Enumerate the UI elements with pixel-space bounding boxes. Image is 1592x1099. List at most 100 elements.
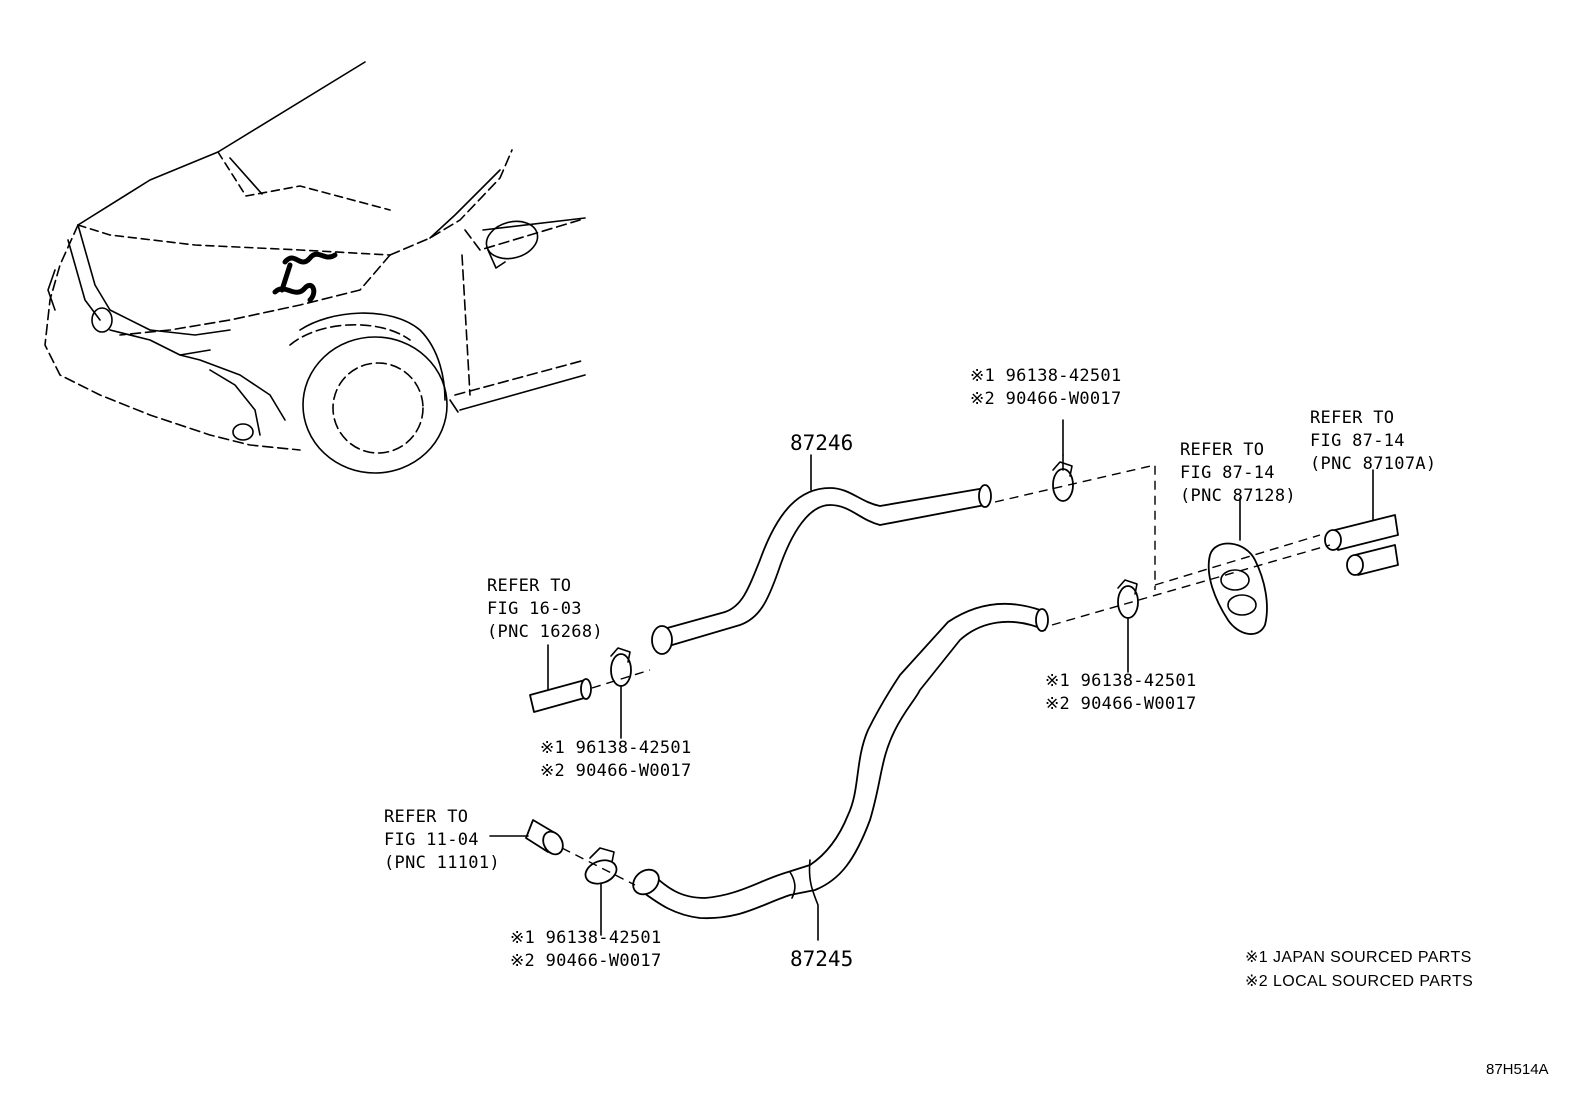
- clamp-right-tab: [1117, 579, 1138, 595]
- clamp-right-line-1: ※1 96138-42501: [1045, 671, 1197, 691]
- clamp-left-line-2: ※2 90466-W0017: [540, 761, 692, 781]
- car-headlamp-upper: [149, 329, 231, 336]
- car-wheel-arch: [299, 312, 446, 401]
- refer-11-04-line-2: FIG 11-04: [384, 830, 479, 850]
- clamp-bottom: [584, 847, 618, 936]
- clamp-top-line-1: ※1 96138-42501: [970, 366, 1122, 386]
- refer-87128-line-1: REFER TO: [1180, 440, 1264, 460]
- pipe-16268-body: [529, 679, 589, 713]
- part-number-87245: 87245: [790, 947, 853, 971]
- car-window-edge: [429, 169, 501, 239]
- refer-16-03-line-3: (PNC 16268): [487, 622, 603, 642]
- refer-16-03-line-2: FIG 16-03: [487, 599, 582, 619]
- lower-hose-leader: [808, 859, 819, 941]
- clamp-callout-left: ※1 96138-42501 ※2 90466-W0017: [540, 738, 692, 781]
- dash-lower-hose-to-pipe: [1051, 544, 1331, 626]
- refer-callout-87-14-grommet: REFER TO FIG 87-14 (PNC 87128): [1180, 440, 1296, 506]
- car-belt-line: [482, 217, 586, 231]
- lower-hose-right-end: [1035, 608, 1049, 632]
- car-grille-top: [77, 224, 151, 331]
- car-foglamp-housing: [209, 369, 261, 436]
- car-mirror: [485, 220, 539, 260]
- lower-hose-body: [639, 602, 1046, 920]
- refer-11-04-line-1: REFER TO: [384, 807, 468, 827]
- refer-87107a-line-1: REFER TO: [1310, 408, 1394, 428]
- car-windshield-line: [217, 151, 391, 211]
- clamp-callout-bottom: ※1 96138-42501 ※2 90466-W0017: [510, 928, 662, 971]
- figure-code: 87H514A: [1486, 1061, 1549, 1078]
- clamp-top-tab: [1052, 461, 1073, 477]
- grommet-hole-upper: [1220, 569, 1250, 591]
- refer-87128-line-3: (PNC 87128): [1180, 486, 1296, 506]
- clamp-top: [1052, 419, 1074, 502]
- heater-pipe-upper: [1334, 514, 1399, 551]
- car-sill-upper: [454, 359, 586, 396]
- car-fascia-line: [179, 354, 286, 421]
- clamp-bottom-ring: [584, 859, 618, 885]
- refer-callout-87-14-pipe: REFER TO FIG 87-14 (PNC 87107A): [1310, 408, 1436, 474]
- part-number-87246: 87246: [790, 431, 853, 455]
- car-sill-lower: [459, 374, 586, 411]
- clamp-left-line-1: ※1 96138-42501: [540, 738, 692, 758]
- car-hood-lower: [119, 254, 391, 336]
- car-illustration: [44, 61, 586, 474]
- refer-callout-16-03: REFER TO FIG 16-03 (PNC 16268): [487, 576, 603, 642]
- grommet-hole-lower: [1227, 594, 1257, 616]
- car-hose-location-mark-upper: [282, 251, 338, 265]
- clamp-bottom-tab: [589, 847, 615, 863]
- sourcing-notes: ※1 JAPAN SOURCED PARTS ※2 LOCAL SOURCED …: [1245, 949, 1473, 990]
- heater-pipes-87107A: [1324, 469, 1399, 576]
- assembly-lines: [561, 464, 1331, 886]
- dash-upper-hose-to-grommet: [994, 464, 1156, 590]
- car-headlamp-lower: [109, 329, 211, 356]
- note-local-sourced: ※2 LOCAL SOURCED PARTS: [1245, 973, 1473, 990]
- clamp-left-tab: [610, 647, 631, 663]
- clamp-top-line-2: ※2 90466-W0017: [970, 389, 1122, 409]
- car-roof-line: [217, 61, 366, 153]
- pipe-16268: [529, 644, 592, 713]
- lower-hose-87245: [632, 602, 1049, 941]
- lower-hose-seam: [789, 871, 796, 899]
- car-side-grille: [47, 269, 56, 311]
- refer-87128-line-2: FIG 87-14: [1180, 463, 1275, 483]
- car-sill-end: [449, 399, 459, 413]
- pipe-11101-end: [542, 830, 564, 856]
- upper-hose-right-end: [978, 484, 992, 508]
- car-grille-inner: [67, 239, 101, 321]
- upper-hose-left-end: [651, 625, 673, 655]
- car-foglamp: [232, 423, 254, 441]
- car-door-front-edge: [461, 254, 471, 396]
- heater-pipe-lower-end: [1346, 554, 1364, 576]
- grommet-87128: [1207, 497, 1268, 635]
- dash-bottom-pipe-to-hose: [561, 847, 636, 886]
- car-emblem: [91, 307, 113, 333]
- clamp-callout-right: ※1 96138-42501 ※2 90466-W0017: [1045, 671, 1197, 714]
- car-hood-edge: [77, 151, 219, 226]
- refer-87107a-line-3: (PNC 87107A): [1310, 454, 1436, 474]
- car-window-bottom: [464, 219, 581, 251]
- dash-grommet-to-pipe: [1154, 534, 1321, 586]
- car-hood-fold: [77, 224, 391, 256]
- pipe-16268-end: [580, 678, 592, 700]
- car-wheel-inner: [332, 362, 424, 454]
- car-hose-location-mark-link: [279, 262, 293, 293]
- clamp-right-line-2: ※2 90466-W0017: [1045, 694, 1197, 714]
- lower-hose-left-end: [632, 868, 660, 896]
- clamp-bottom-line-2: ※2 90466-W0017: [510, 951, 662, 971]
- car-a-pillar: [389, 149, 513, 256]
- part-number-labels: 87246 87245: [790, 431, 853, 971]
- car-bumper-outline: [44, 224, 301, 451]
- note-japan-sourced: ※1 JAPAN SOURCED PARTS: [1245, 949, 1472, 966]
- pipe-11101: [489, 819, 564, 856]
- car-arch-inner: [289, 324, 411, 346]
- refer-11-04-line-3: (PNC 11101): [384, 853, 500, 873]
- grommet-body: [1207, 542, 1268, 635]
- clamp-bottom-line-1: ※1 96138-42501: [510, 928, 662, 948]
- car-wheel-outer: [302, 336, 448, 474]
- car-mirror-base: [487, 249, 506, 269]
- refer-callout-11-04: REFER TO FIG 11-04 (PNC 11101): [384, 807, 500, 873]
- clamp-callout-top: ※1 96138-42501 ※2 90466-W0017: [970, 366, 1122, 409]
- heater-pipe-upper-end: [1324, 529, 1342, 551]
